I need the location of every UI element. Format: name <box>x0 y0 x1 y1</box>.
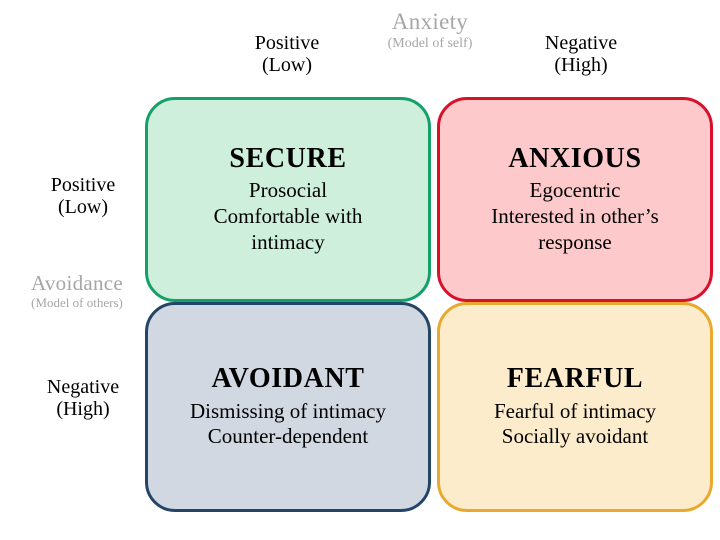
quadrant-avoidant-title: AVOIDANT <box>211 363 365 395</box>
quadrant-avoidant-desc-line1: Dismissing of intimacy <box>190 398 386 423</box>
quadrant-avoidant-description: Dismissing of intimacy Counter-dependent <box>180 399 396 450</box>
quadrant-anxious-description: Egocentric Interested in other’s respons… <box>481 178 669 255</box>
quadrant-secure-desc-line1: Prosocial <box>248 178 328 203</box>
quadrant-anxious: ANXIOUS Egocentric Interested in other’s… <box>437 97 713 302</box>
quadrant-fearful-title: FEARFUL <box>506 363 644 395</box>
quadrant-secure-description: Prosocial Comfortable with intimacy <box>204 178 373 255</box>
anxiety-axis-title-main: Anxiety <box>391 9 469 34</box>
quadrant-avoidant-desc-line2: Counter-dependent <box>207 424 369 449</box>
quadrant-secure-desc-line3: intimacy <box>251 229 325 254</box>
quadrant-anxious-desc-line1: Egocentric <box>529 178 621 203</box>
row-header-negative-high-line1: Negative <box>46 376 120 398</box>
quadrant-secure-title: SECURE <box>229 142 347 174</box>
row-header-negative-high-line2: (High) <box>56 398 110 421</box>
quadrant-fearful: FEARFUL Fearful of intimacy Socially avo… <box>437 302 713 512</box>
column-header-positive-low: Positive (Low) <box>222 32 352 77</box>
quadrant-fearful-desc-line2: Socially avoidant <box>501 424 649 449</box>
row-header-positive-low-line1: Positive <box>50 174 116 196</box>
column-header-positive-low-line1: Positive <box>254 32 320 54</box>
anxiety-axis-title: Anxiety (Model of self) <box>330 9 530 51</box>
quadrant-anxious-desc-line3: response <box>538 229 612 254</box>
quadrant-secure: SECURE Prosocial Comfortable with intima… <box>145 97 431 302</box>
avoidance-axis-title-main: Avoidance <box>30 271 124 295</box>
quadrant-fearful-desc-line1: Fearful of intimacy <box>493 398 657 423</box>
row-header-positive-low: Positive (Low) <box>18 174 148 219</box>
avoidance-axis-title: Avoidance (Model of others) <box>0 272 156 310</box>
column-header-negative-high-line1: Negative <box>544 32 618 54</box>
quadrant-anxious-title: ANXIOUS <box>508 142 642 174</box>
column-header-negative-high: Negative (High) <box>516 32 646 77</box>
quadrant-secure-desc-line2: Comfortable with <box>213 203 363 228</box>
quadrant-avoidant: AVOIDANT Dismissing of intimacy Counter-… <box>145 302 431 512</box>
anxiety-axis-title-sub: (Model of self) <box>387 35 473 51</box>
quadrant-anxious-desc-line2: Interested in other’s <box>491 203 659 228</box>
column-header-negative-high-line2: (High) <box>554 54 608 77</box>
avoidance-axis-title-sub: (Model of others) <box>31 294 123 310</box>
row-header-negative-high: Negative (High) <box>18 376 148 421</box>
quadrant-fearful-description: Fearful of intimacy Socially avoidant <box>484 399 666 450</box>
column-header-positive-low-line2: (Low) <box>262 54 312 77</box>
row-header-positive-low-line2: (Low) <box>58 196 108 219</box>
